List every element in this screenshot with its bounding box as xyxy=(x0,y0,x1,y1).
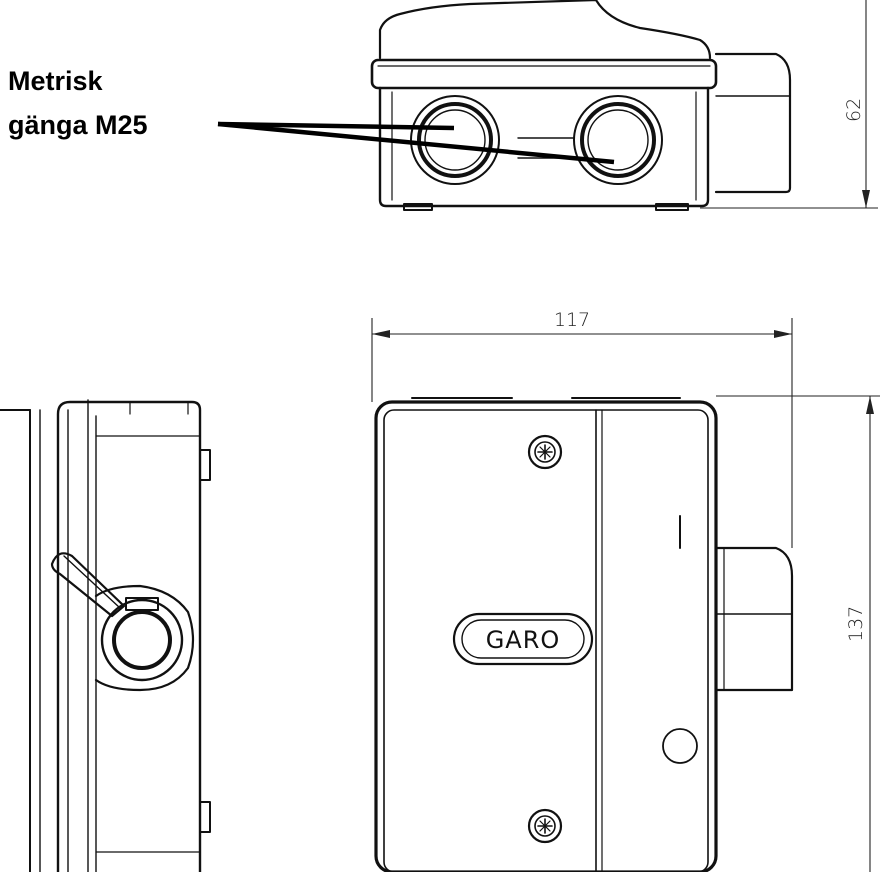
front-view: GARO xyxy=(374,397,794,872)
logo-text: GARO xyxy=(486,626,561,654)
cable-entry-right xyxy=(573,95,663,185)
dimension-137-text: 137 xyxy=(845,606,867,642)
side-knob xyxy=(50,552,195,692)
dimension-62-text: 62 xyxy=(843,98,865,122)
top-dome xyxy=(378,0,712,60)
dimension-117-text: 117 xyxy=(554,309,590,331)
top-view xyxy=(370,0,792,211)
front-body xyxy=(374,400,718,872)
front-side-switch xyxy=(714,546,794,692)
annotation-line-2: gänga M25 xyxy=(8,110,148,140)
screw-top xyxy=(527,434,563,470)
cable-entry-left xyxy=(410,95,500,185)
annotation-leaders xyxy=(217,121,615,165)
side-body xyxy=(56,400,202,872)
side-view xyxy=(0,399,211,872)
dimension-height-front: 137 xyxy=(716,395,880,872)
brand-logo: GARO xyxy=(452,612,594,666)
dimension-width-front: 117 xyxy=(371,309,793,548)
lid-band xyxy=(370,58,718,90)
dimension-height-top: 62 xyxy=(700,0,878,209)
annotation-line-1: Metrisk xyxy=(8,66,104,96)
box-body xyxy=(378,86,710,208)
side-switch-top xyxy=(714,52,792,194)
screw-bottom xyxy=(527,808,563,844)
indicator-ring xyxy=(662,728,698,764)
